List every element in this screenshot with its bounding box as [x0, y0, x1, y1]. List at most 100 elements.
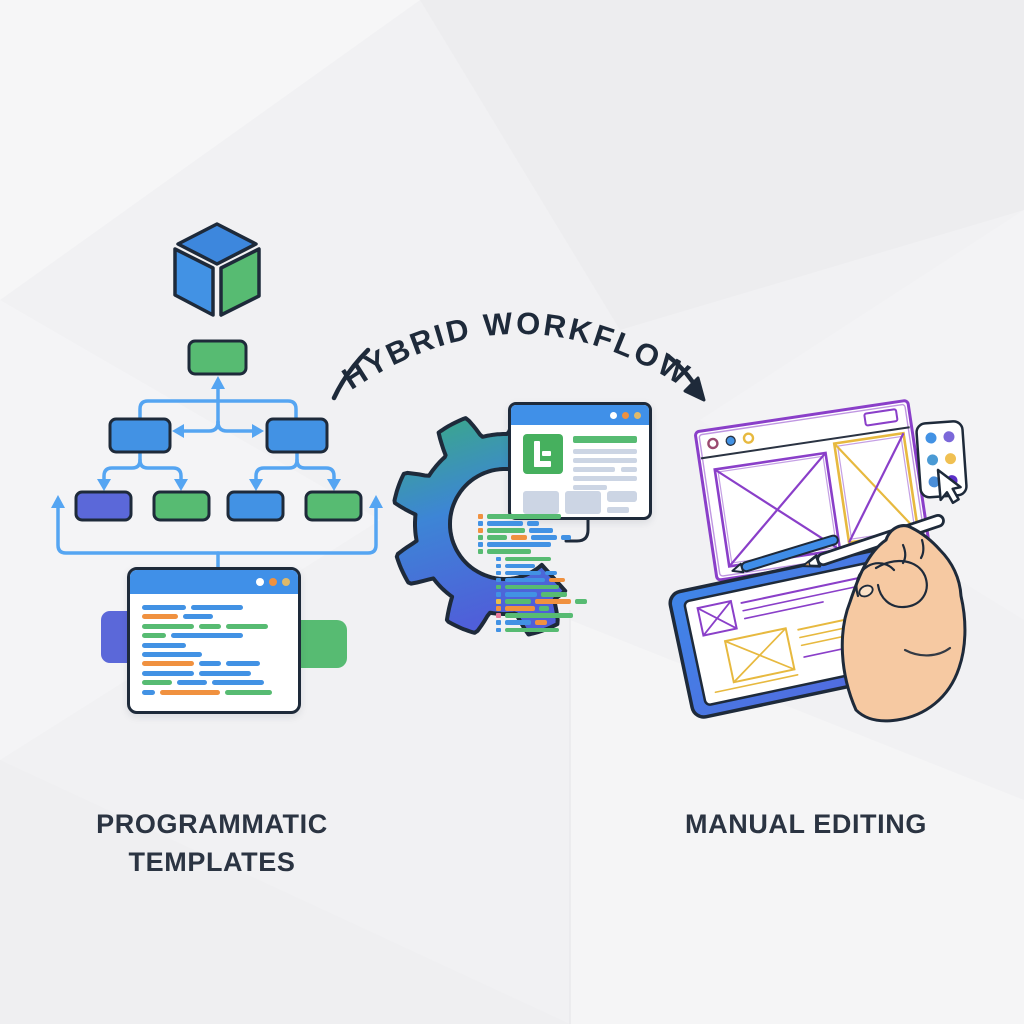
wireframe-window-dot — [742, 432, 755, 444]
code-line — [478, 563, 658, 569]
cursor-icon — [936, 468, 962, 505]
code-bullet — [496, 556, 501, 562]
code-bullet — [478, 514, 483, 519]
tree-connectors — [56, 386, 378, 572]
tree-root-box — [187, 339, 248, 376]
code-bullet — [478, 542, 483, 547]
window-dot — [269, 578, 277, 586]
hand-finger-lines — [855, 538, 952, 657]
content-block — [565, 491, 601, 514]
hand — [840, 524, 967, 723]
cms-browser-window — [508, 402, 652, 520]
wireframe-window-dot — [707, 437, 719, 450]
code-line — [478, 599, 658, 604]
code-window-titlebar — [130, 570, 298, 594]
palette-color — [927, 454, 939, 466]
wireframe-button — [863, 408, 899, 427]
code-bullet — [496, 627, 501, 632]
palette-color — [928, 476, 940, 488]
code-bullet — [496, 599, 501, 604]
code-bullet — [478, 521, 483, 526]
code-window-body — [130, 594, 298, 695]
generated-code-lines — [478, 514, 658, 635]
code-bullet — [478, 549, 483, 554]
code-line — [142, 661, 286, 667]
tree-branch-box-left — [108, 417, 172, 454]
browser-content — [511, 425, 649, 517]
code-line — [478, 627, 658, 632]
code-line — [478, 613, 658, 618]
code-line — [142, 651, 286, 657]
cube-right-face — [219, 247, 261, 317]
wireframe-window-dot — [725, 435, 736, 446]
window-dot — [282, 578, 290, 586]
pen — [731, 534, 839, 574]
window-dot — [256, 578, 264, 586]
content-bar — [607, 507, 629, 513]
content-bar — [573, 449, 637, 454]
thumbnail — [858, 584, 874, 598]
code-bullet — [496, 613, 501, 618]
code-line — [142, 680, 286, 686]
code-line — [142, 605, 286, 610]
window-dot — [634, 411, 641, 419]
code-bullet — [496, 563, 501, 569]
content-bar — [573, 485, 607, 490]
tree-arrowheads — [51, 376, 383, 508]
arc-arrowhead-icon — [683, 376, 706, 402]
window-dot — [622, 411, 629, 419]
browser-titlebar — [511, 405, 649, 425]
tree-leaf-box-2 — [152, 490, 211, 522]
code-bullet — [496, 606, 501, 611]
hybrid-workflow-arc: HYBRID WORKFLOW — [331, 306, 706, 402]
template-tree — [51, 339, 383, 572]
code-bullet — [496, 577, 501, 583]
palette-color — [925, 432, 937, 444]
code-line — [478, 620, 658, 625]
code-editor-window — [127, 567, 301, 714]
code-line — [478, 514, 658, 519]
cube-left-face — [173, 247, 215, 317]
code-line — [478, 584, 658, 590]
content-bar — [573, 436, 637, 443]
code-line — [478, 556, 658, 562]
code-line — [142, 633, 286, 639]
content-bar — [621, 467, 637, 472]
code-bullet — [478, 528, 483, 533]
code-line — [478, 521, 658, 526]
code-line — [142, 614, 286, 620]
tree-leaf-box-4 — [304, 490, 363, 522]
cube-top-face — [176, 222, 258, 266]
code-bullet — [496, 570, 501, 576]
hybrid-workflow-title: HYBRID WORKFLOW — [336, 306, 697, 397]
code-line — [478, 570, 658, 576]
tree-branch-box-right — [265, 417, 329, 454]
code-line — [142, 670, 286, 676]
code-line — [478, 577, 658, 583]
code-bullet — [496, 620, 501, 625]
left-section-label: PROGRAMMATIC TEMPLATES — [96, 809, 328, 877]
code-bullet — [496, 584, 501, 590]
tree-boxes — [74, 339, 363, 522]
tree-leaf-box-3 — [226, 490, 285, 522]
code-line — [478, 528, 658, 533]
content-bar — [573, 467, 615, 472]
code-line — [478, 549, 658, 554]
code-bullet — [496, 592, 501, 597]
window-code-connector — [564, 508, 590, 543]
content-block — [523, 491, 559, 514]
code-line — [142, 623, 286, 629]
content-bar — [573, 476, 637, 481]
tree-leaf-box-1 — [74, 490, 133, 522]
code-line — [478, 535, 658, 540]
palette-color — [943, 431, 955, 443]
code-line — [142, 689, 286, 695]
code-line — [478, 592, 658, 597]
right-section-label: MANUAL EDITING — [685, 809, 927, 839]
content-block — [607, 491, 637, 502]
arc-left-stub — [331, 347, 371, 401]
cms-logo-icon — [523, 434, 563, 474]
code-line — [478, 542, 658, 547]
code-line — [478, 606, 658, 611]
code-bullet — [478, 535, 483, 540]
